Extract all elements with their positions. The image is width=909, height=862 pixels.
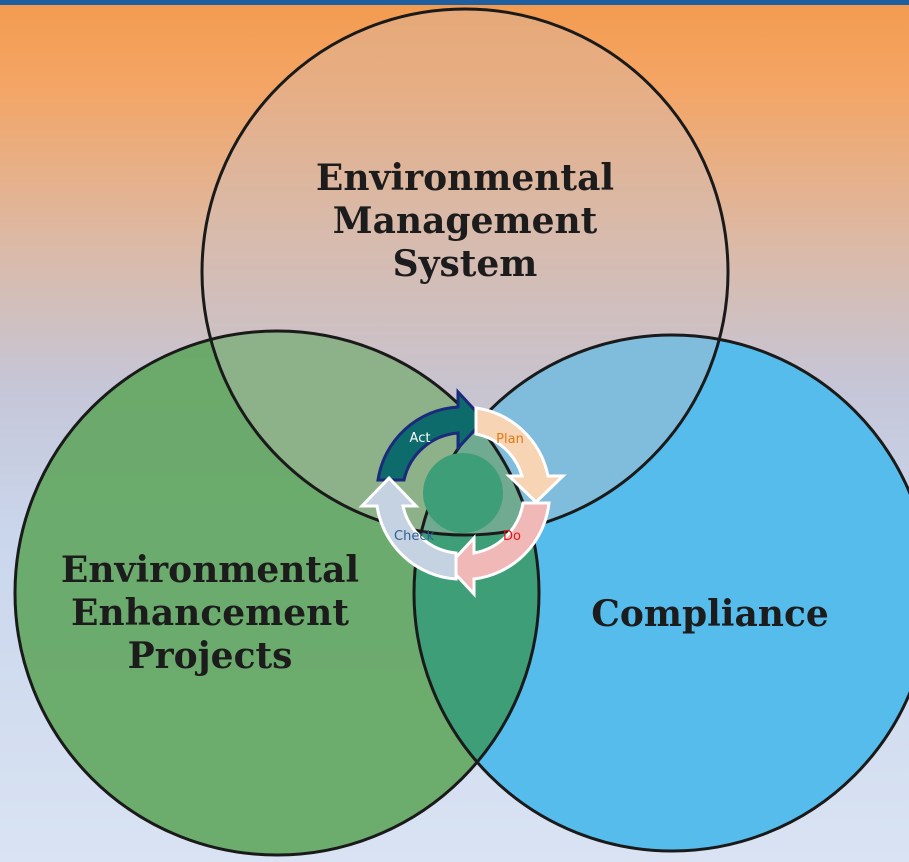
outline-management-system bbox=[200, 7, 730, 537]
label-line: Management bbox=[332, 200, 598, 242]
pdca-do-arrow bbox=[445, 501, 551, 598]
pdca-check-arrow bbox=[358, 475, 458, 581]
label-line: Enhancement bbox=[71, 592, 349, 634]
outline-enhancement-projects bbox=[13, 329, 541, 857]
label-enhancement-projects: Environmental Enhancement Projects bbox=[30, 549, 390, 678]
pdca-act-arrow bbox=[376, 388, 487, 482]
label-line: Compliance bbox=[591, 593, 829, 635]
label-line: Environmental bbox=[60, 549, 360, 591]
label-compliance: Compliance bbox=[560, 593, 860, 636]
top-border bbox=[0, 0, 909, 5]
label-management-system: Environmental Management System bbox=[265, 157, 665, 286]
pdca-plan-label: Plan bbox=[496, 432, 524, 447]
pdca-act-label: Act bbox=[409, 431, 431, 446]
pdca-do-label: Do bbox=[503, 529, 521, 544]
label-line: System bbox=[392, 243, 538, 285]
label-line: Projects bbox=[127, 635, 293, 677]
circle-management-system bbox=[202, 9, 728, 535]
pdca-check-label: Check bbox=[394, 529, 434, 544]
pdca-center bbox=[423, 453, 503, 533]
pdca-plan-arrow bbox=[474, 406, 567, 505]
pdca-cycle bbox=[358, 388, 567, 598]
outline-compliance bbox=[412, 333, 909, 853]
label-line: Environmental bbox=[315, 157, 615, 199]
